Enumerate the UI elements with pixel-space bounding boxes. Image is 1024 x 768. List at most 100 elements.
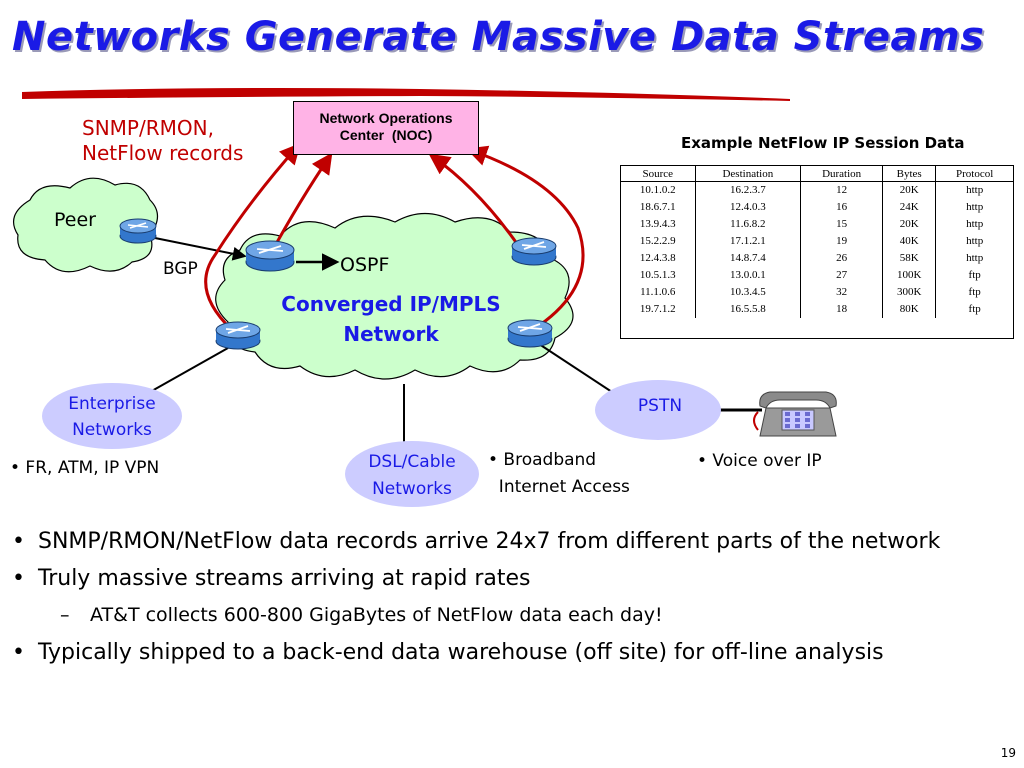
flow-arrow-3 xyxy=(428,153,522,249)
telephone-icon xyxy=(753,391,837,437)
enterprise-label-line-1: Enterprise xyxy=(68,394,156,414)
bullet-item: • Typically shipped to a back-end data w… xyxy=(12,639,1012,666)
bullet-item: • Truly massive streams arriving at rapi… xyxy=(12,565,1012,592)
enterprise-label-line-2: Networks xyxy=(72,420,152,440)
table-cell: 15 xyxy=(800,216,884,233)
core-network-label: Converged IP/MPLS Network xyxy=(256,289,526,349)
dsl-cable-networks-label: DSL/Cable Networks xyxy=(346,449,478,503)
table-cell: 13.9.4.3 xyxy=(621,216,696,233)
note-broadband-line-1: • Broadband xyxy=(488,450,597,470)
table-cell: 13.0.0.1 xyxy=(695,267,802,284)
router-core-left-icon xyxy=(245,240,295,272)
title-underline-stroke xyxy=(22,88,790,101)
table-cell: 19.7.1.2 xyxy=(621,301,696,318)
slide-title: Networks Generate Massive Data Streams xyxy=(12,14,985,60)
enterprise-networks-ellipse xyxy=(42,383,182,449)
column-header: Destination xyxy=(695,166,802,182)
bgp-label: BGP xyxy=(163,259,198,279)
column-header: Duration xyxy=(800,166,884,182)
table-cell: 14.8.7.4 xyxy=(695,250,802,267)
column-header: Source xyxy=(621,166,696,182)
note-voice-over-ip: • Voice over IP xyxy=(697,451,822,471)
noc-label-line-2: Center (NOC) xyxy=(339,127,433,143)
page-number: 19 xyxy=(1000,746,1016,760)
dsl-cable-networks-ellipse xyxy=(345,441,479,507)
note-broadband: • Broadband Internet Access xyxy=(488,447,630,501)
bullet-dot: • xyxy=(12,640,25,665)
table-cell: 12 xyxy=(800,181,884,199)
table-cell: 12.4.3.8 xyxy=(621,250,696,267)
table-cell: http xyxy=(966,252,984,264)
table-cell: 32 xyxy=(800,284,884,301)
dsl-label-line-2: Networks xyxy=(372,479,452,499)
ospf-label: OSPF xyxy=(340,254,390,276)
table-cell: ftp xyxy=(968,303,981,315)
router-edge-left-icon xyxy=(215,321,261,350)
table-cell: 300K xyxy=(882,284,937,301)
noc-label-line-1: Network Operations xyxy=(319,110,453,126)
table-cell: 26 xyxy=(800,250,884,267)
bgp-link xyxy=(137,227,247,261)
table-cell: http xyxy=(966,218,984,230)
bullet-text: SNMP/RMON/NetFlow data records arrive 24… xyxy=(38,529,941,554)
table-cell: 10.1.0.2 xyxy=(621,181,696,199)
table-cell: 24K xyxy=(882,199,937,216)
table-cell: 18 xyxy=(800,301,884,318)
bullet-text: Truly massive streams arriving at rapid … xyxy=(38,566,531,591)
sub-bullet-text: AT&T collects 600-800 GigaBytes of NetFl… xyxy=(90,604,663,626)
router-edge-right-icon xyxy=(507,319,553,348)
table-cell: 20K xyxy=(882,181,937,199)
snmp-netflow-label: SNMP/RMON, NetFlow records xyxy=(82,116,243,166)
sub-bullet-dash: – xyxy=(60,604,70,626)
netflow-table-title: Example NetFlow IP Session Data xyxy=(681,134,965,152)
table-cell: 10.5.1.3 xyxy=(621,267,696,284)
pstn-label: PSTN xyxy=(637,396,683,416)
table-cell: http xyxy=(966,201,984,213)
table-cell: http xyxy=(966,184,984,196)
table-cell: 11.6.8.2 xyxy=(695,216,802,233)
router-peer-icon xyxy=(119,218,157,244)
table-cell: ftp xyxy=(968,286,981,298)
table-cell: 20K xyxy=(882,216,937,233)
table-cell: http xyxy=(966,235,984,247)
link-enterprise xyxy=(149,347,229,393)
table-cell: 12.4.0.3 xyxy=(695,199,802,216)
table-header-row: Source Destination Duration Bytes Protoc… xyxy=(621,166,1013,182)
column-header: Protocol xyxy=(935,166,1013,182)
table-cell: 58K xyxy=(882,250,937,267)
table-cell: 15.2.2.9 xyxy=(621,233,696,250)
table-cell: 19 xyxy=(800,233,884,250)
bullet-text: Typically shipped to a back-end data war… xyxy=(38,640,884,665)
dsl-label-line-1: DSL/Cable xyxy=(368,452,456,472)
pstn-ellipse xyxy=(595,380,721,440)
table-cell: 10.3.4.5 xyxy=(695,284,802,301)
netflow-table: Source Destination Duration Bytes Protoc… xyxy=(620,165,1014,339)
snmp-label-line-1: SNMP/RMON, xyxy=(82,116,214,140)
table-cell: 40K xyxy=(882,233,937,250)
bullet-item: • SNMP/RMON/NetFlow data records arrive … xyxy=(12,528,1012,555)
noc-box: Network Operations Center (NOC) xyxy=(293,101,479,155)
bullet-dot: • xyxy=(12,529,25,554)
flow-arrow-1 xyxy=(204,142,301,332)
table-cell: 17.1.2.1 xyxy=(695,233,802,250)
core-label-line-1: Converged IP/MPLS xyxy=(281,292,501,316)
table-cell: 80K xyxy=(882,301,937,318)
table-cell: ftp xyxy=(968,269,981,281)
table-cell: 11.1.0.6 xyxy=(621,284,696,301)
enterprise-networks-label: Enterprise Networks xyxy=(42,391,182,443)
snmp-label-line-2: NetFlow records xyxy=(82,141,244,165)
note-broadband-line-2: Internet Access xyxy=(488,477,630,497)
router-core-right-icon xyxy=(511,237,557,266)
flow-arrow-4 xyxy=(466,145,585,336)
table-cell: 16.2.3.7 xyxy=(695,181,802,199)
bullet-dot: • xyxy=(12,566,25,591)
peer-label: Peer xyxy=(54,209,96,231)
